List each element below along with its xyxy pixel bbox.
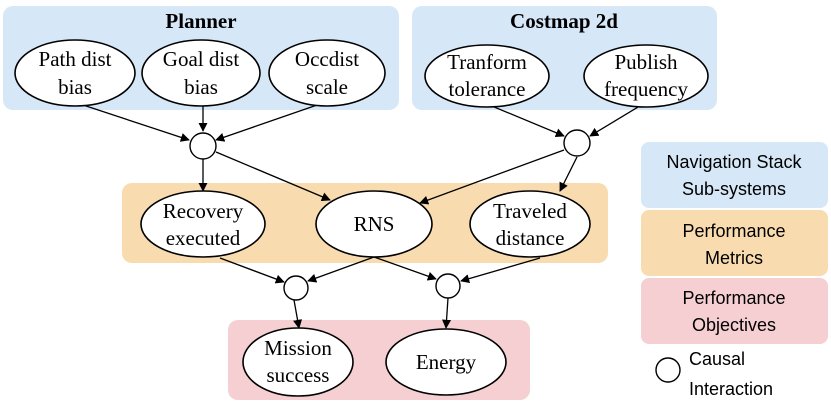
node-goal-dist-bias-label-2: bias bbox=[184, 75, 218, 99]
node-rns-label: RNS bbox=[354, 212, 395, 236]
node-mission-success-label-1: Mission bbox=[264, 336, 332, 360]
legend-objectives-label-2: Objectives bbox=[692, 315, 776, 335]
node-traveled-distance bbox=[469, 190, 591, 258]
node-publish-frequency-label-2: frequency bbox=[604, 77, 688, 101]
node-path-dist-bias-label-2: bias bbox=[58, 75, 92, 99]
planner-causal-junction bbox=[189, 132, 217, 160]
node-path-dist-bias bbox=[14, 39, 136, 107]
node-traveled-distance-label-2: distance bbox=[496, 226, 565, 250]
node-occdist-scale-label-2: scale bbox=[306, 75, 348, 99]
edge-planner-junction-to-rns bbox=[215, 151, 331, 202]
edge-rns-to-right-junction bbox=[373, 256, 437, 281]
edge-rns-to-left-junction bbox=[307, 256, 375, 283]
node-goal-dist-bias bbox=[141, 39, 261, 107]
legend-causal-circle-icon bbox=[655, 357, 681, 383]
node-occdist-scale-label-1: Occdist bbox=[295, 47, 359, 71]
edge-occdist-to-junction bbox=[215, 103, 321, 142]
node-mission-success bbox=[242, 327, 354, 397]
node-rns bbox=[315, 190, 433, 258]
node-publish-frequency bbox=[583, 44, 709, 108]
node-energy bbox=[385, 328, 507, 396]
edge-publish-to-junction bbox=[589, 103, 644, 137]
legend-causal-label-1: Causal bbox=[689, 349, 745, 369]
node-traveled-distance-label-1: Traveled bbox=[493, 199, 567, 223]
legend-subsystems-box bbox=[641, 142, 828, 208]
costmap-causal-junction bbox=[563, 129, 591, 157]
node-transform-tolerance-label-2: tolerance bbox=[449, 77, 526, 101]
edge-right-junction-to-energy bbox=[442, 297, 452, 329]
node-mission-success-label-2: success bbox=[267, 363, 330, 387]
node-goal-dist-bias-label-1: Goal dist bbox=[163, 47, 240, 71]
node-energy-label: Energy bbox=[416, 350, 477, 374]
node-publish-frequency-label-1: Publish bbox=[614, 50, 678, 74]
edge-recovery-to-junction bbox=[219, 257, 285, 284]
edge-costmap-junction-to-rns bbox=[419, 149, 565, 205]
legend-objectives-box bbox=[641, 278, 828, 344]
legend-causal-label-2: Interaction bbox=[689, 379, 773, 399]
energy-causal-junction bbox=[435, 273, 461, 299]
edge-left-junction-to-mission bbox=[293, 299, 303, 329]
edge-path-dist-to-junction bbox=[79, 103, 190, 142]
costmap-title: Costmap 2d bbox=[510, 9, 618, 33]
node-recovery-executed-label-2: executed bbox=[166, 226, 241, 250]
legend-subsystems-label-1: Navigation Stack bbox=[666, 152, 802, 172]
node-transform-tolerance bbox=[424, 44, 550, 108]
legend-metrics-label-2: Metrics bbox=[705, 248, 763, 268]
edge-traveled-to-junction bbox=[460, 257, 541, 284]
node-path-dist-bias-label-1: Path dist bbox=[39, 47, 112, 71]
legend-subsystems-label-2: Sub-systems bbox=[682, 179, 786, 199]
node-recovery-executed-label-1: Recovery bbox=[163, 199, 244, 223]
node-recovery-executed bbox=[140, 190, 266, 258]
node-transform-tolerance-label-1: Tranform bbox=[447, 50, 527, 74]
edge-costmap-junction-to-traveled bbox=[559, 156, 578, 192]
node-occdist-scale bbox=[268, 39, 386, 107]
mission-causal-junction bbox=[283, 275, 309, 301]
planner-title: Planner bbox=[165, 9, 236, 33]
legend-metrics-label-1: Performance bbox=[682, 221, 785, 241]
legend-metrics-box bbox=[641, 210, 828, 276]
legend-objectives-label-1: Performance bbox=[682, 288, 785, 308]
edge-transform-to-junction bbox=[486, 103, 565, 138]
